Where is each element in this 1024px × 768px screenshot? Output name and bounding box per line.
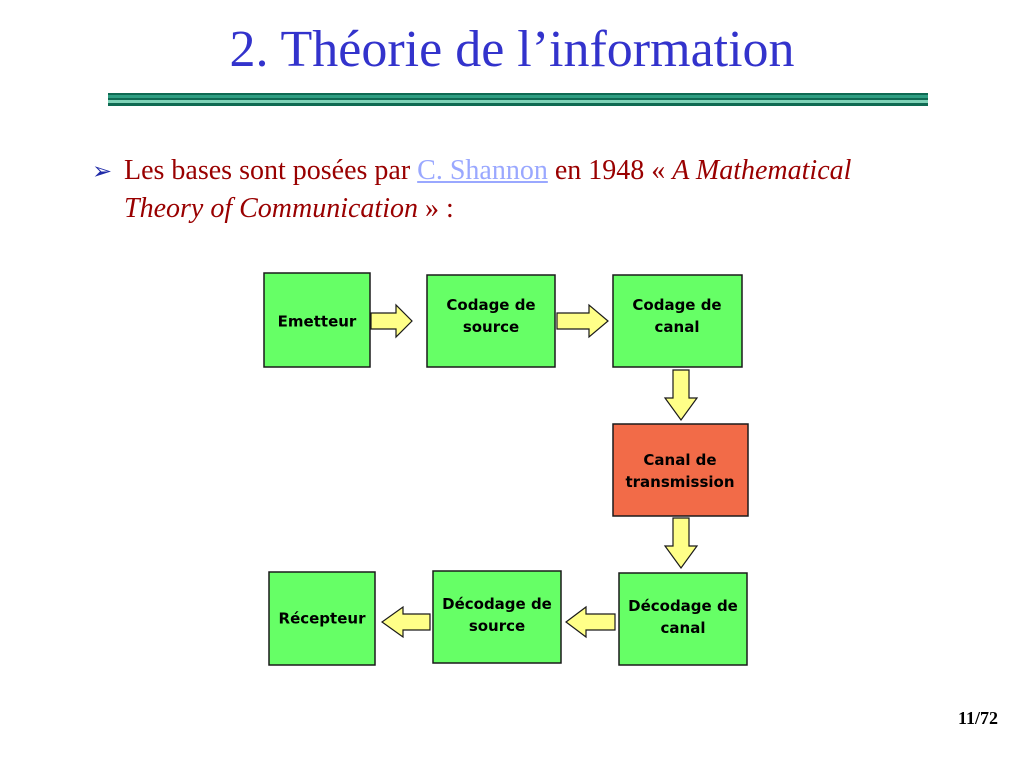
box-emetteur: Emetteur: [263, 272, 371, 368]
box-decodage-canal: Décodage de canal: [618, 572, 748, 666]
slide-title: 2. Théorie de l’information: [229, 21, 795, 78]
box-decodage-canal-label-2: canal: [661, 619, 706, 637]
shannon-link[interactable]: C. Shannon: [417, 155, 548, 186]
box-codage-canal-label-1: Codage de: [632, 296, 721, 314]
box-decodage-canal-label-1: Décodage de: [628, 597, 738, 615]
bullet-prefix: Les bases sont posées par: [124, 155, 418, 186]
arrow-decodage-source-to-recepteur: [380, 605, 431, 639]
arrow-decodage-canal-to-decodage-source: [565, 605, 616, 639]
box-canal-label-1: Canal de: [643, 451, 716, 469]
box-recepteur: Récepteur: [268, 571, 376, 666]
box-codage-source: Codage de source: [426, 274, 556, 368]
arrow-canal-to-decodage-canal: [663, 517, 699, 570]
box-codage-source-label-1: Codage de: [446, 296, 535, 314]
box-canal-label-2: transmission: [625, 473, 734, 491]
box-codage-source-label-2: source: [463, 318, 519, 336]
box-recepteur-label-1: Récepteur: [279, 610, 367, 628]
arrow-codage-canal-to-canal: [663, 369, 699, 422]
bullet-text: Les bases sont posées par C. Shannon en …: [124, 152, 922, 228]
box-decodage-source-label-1: Décodage de: [442, 595, 552, 613]
bullet-book-title: A Mathematical Theory of Communication: [124, 155, 852, 224]
box-emetteur-label-1: Emetteur: [278, 313, 357, 331]
box-decodage-source-label-2: source: [469, 617, 525, 635]
bullet-suffix: » :: [418, 193, 454, 224]
box-codage-canal: Codage de canal: [612, 274, 743, 368]
arrow-bullet-icon: ➢: [92, 157, 113, 185]
bullet-point: ➢ Les bases sont posées par C. Shannon e…: [92, 152, 922, 228]
box-codage-canal-label-2: canal: [655, 318, 700, 336]
bullet-mid: en 1948 «: [547, 155, 673, 186]
arrow-emetteur-to-codage-source: [370, 303, 413, 339]
box-decodage-source: Décodage de source: [432, 570, 562, 664]
title-divider: [108, 93, 928, 106]
box-canal-transmission: Canal de transmission: [612, 423, 749, 517]
page-number: 11/72: [957, 708, 998, 728]
arrow-codage-source-to-codage-canal: [556, 303, 609, 339]
